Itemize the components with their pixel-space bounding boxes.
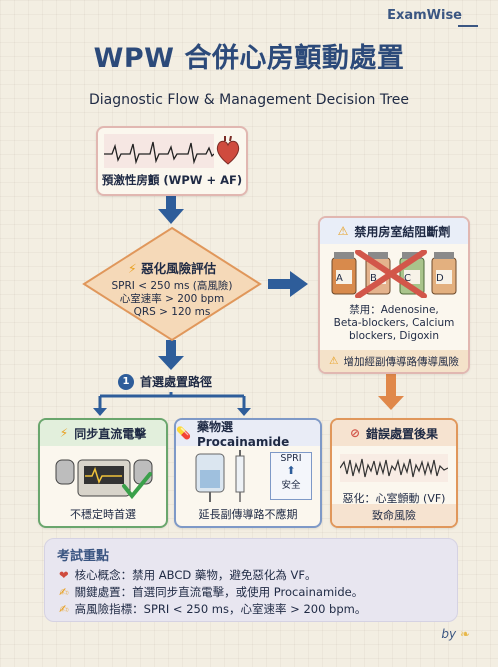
wrong-treatment-card: ⊘ 錯誤處置後果 惡化：心室顫動 (VF) 致命風險 — [330, 418, 458, 528]
exam-points-title: 考試重點 — [57, 549, 110, 564]
page-subtitle: Diagnostic Flow & Management Decision Tr… — [88, 92, 410, 108]
step-number-badge: 1 — [118, 373, 134, 390]
lightning-icon: ⚡ — [127, 261, 137, 276]
primary-path-label: 1 首選處置路徑 — [118, 373, 212, 390]
byline-text: by — [441, 627, 457, 641]
spri-safe-sign: SPRI ⬆ 安全 — [270, 452, 312, 500]
fatal-risk-label: 致命風險 — [372, 509, 416, 522]
risk-diamond-shape — [82, 226, 262, 342]
risk-criteria: SPRI < 250 ms (高風險) 心室速率 > 200 bpm QRS >… — [102, 280, 242, 319]
pencil-icon: ✍ — [59, 602, 69, 616]
risk-line-rate: 心室速率 > 200 bpm — [119, 293, 225, 305]
author-byline: by ❧ — [441, 627, 470, 641]
warning-icon: ⚠ — [329, 355, 339, 367]
forbidden-drugs-card: ⚠ 禁用房室結阻斷劑 A B C D 禁用：Adenosine, Beta-bl… — [318, 216, 470, 374]
pencil-icon: ✍ — [59, 585, 69, 599]
forbidden-line-3: blockers, Digoxin — [349, 330, 439, 342]
brand-underline — [458, 25, 478, 27]
drug-vials-icon — [331, 250, 457, 298]
exam-point-2: ✍ 關鍵處置：首選同步直流電擊，或使用 Procainamide。 — [59, 584, 363, 600]
procainamide-card: 💊 藥物選 Procainamide SPRI ⬆ 安全 延長副傳導路不應期 — [174, 418, 322, 528]
wrong-treatment-footer: 致命風險 — [332, 504, 456, 526]
heart-icon: ❤ — [59, 568, 69, 582]
leaf-logo-icon: ❧ — [459, 627, 470, 641]
page-title: WPW 合併心房顫動處置 — [93, 43, 405, 74]
forbidden-title: 禁用房室結阻斷劑 — [354, 224, 451, 239]
procainamide-caption: 延長副傳導路不應期 — [198, 508, 298, 521]
ecg-strip-icon — [104, 134, 214, 168]
pill-icon: 💊 — [176, 426, 191, 440]
vial-d-label: D — [436, 273, 444, 284]
risk-line-spri: SPRI < 250 ms (高風險) — [111, 280, 233, 292]
defibrillator-icon — [55, 459, 153, 500]
exam-points-panel: 考試重點 ❤ 核心概念：禁用 ABCD 藥物，避免惡化為 VF。 ✍ 關鍵處置：… — [44, 538, 458, 622]
forbidden-line-2: Beta-blockers, Calcium — [333, 317, 455, 329]
risk-line-qrs: QRS > 120 ms — [133, 306, 211, 318]
exam-point-2-text: 關鍵處置：首選同步直流電擊，或使用 Procainamide。 — [74, 585, 364, 599]
forbidden-footer: ⚠ 增加經副傳導路傳導風險 — [320, 350, 468, 372]
exam-point-1-text: 核心概念：禁用 ABCD 藥物，避免惡化為 VF。 — [74, 568, 317, 582]
procainamide-title: 藥物選 Procainamide — [196, 419, 290, 449]
cardioversion-card: ⚡ 同步直流電擊 不穩定時首選 — [38, 418, 168, 528]
wrong-treatment-result: 惡化：心室顫動 (VF) — [342, 492, 446, 505]
forbidden-header: ⚠ 禁用房室結阻斷劑 — [320, 218, 468, 244]
vf-waveform-icon — [340, 454, 448, 482]
exam-point-3: ✍ 高風險指標：SPRI < 250 ms，心室速率 > 200 bpm。 — [59, 601, 366, 617]
wrong-treatment-title: 錯誤處置後果 — [366, 426, 439, 441]
warning-icon: ⚠ — [337, 224, 349, 238]
exam-point-3-text: 高風險指標：SPRI < 250 ms，心室速率 > 200 bpm。 — [74, 602, 367, 616]
spri-sign-label: SPRI — [280, 453, 302, 464]
iv-drip-icon — [195, 450, 245, 502]
forbidden-warning: 增加經副傳導路傳導風險 — [343, 355, 459, 368]
procainamide-header: 💊 藥物選 Procainamide — [176, 419, 320, 449]
risk-title: 惡化風險評估 — [141, 261, 217, 276]
wrong-treatment-header: ⊘ 錯誤處置後果 — [332, 420, 456, 446]
exam-point-1: ❤ 核心概念：禁用 ABCD 藥物，避免惡化為 VF。 — [59, 567, 317, 583]
up-arrow-icon: ⬆ — [286, 464, 296, 477]
preexcited-af-label: 預激性房顫 (WPW + AF) — [101, 173, 243, 187]
cardioversion-header: ⚡ 同步直流電擊 — [40, 420, 166, 446]
cardioversion-title: 同步直流電擊 — [74, 426, 147, 441]
vial-b-label: B — [370, 273, 377, 284]
preexcited-af-card: 預激性房顫 (WPW + AF) — [96, 126, 248, 196]
brand-logo: ExamWise — [387, 8, 462, 23]
prohibited-icon: ⊘ — [349, 426, 361, 440]
primary-path-title: 首選處置路徑 — [140, 375, 213, 389]
safe-sign-label: 安全 — [281, 480, 301, 491]
lightning-icon: ⚡ — [59, 426, 69, 440]
cardioversion-caption: 不穩定時首選 — [70, 508, 136, 521]
vial-a-label: A — [336, 273, 343, 284]
risk-title-row: ⚡ 惡化風險評估 — [112, 258, 232, 277]
forbidden-body: 禁用：Adenosine, Beta-blockers, Calcium blo… — [324, 304, 464, 343]
vial-c-label: C — [404, 273, 411, 284]
heart-icon — [216, 136, 240, 165]
forbidden-line-1: 禁用：Adenosine, — [349, 304, 439, 316]
